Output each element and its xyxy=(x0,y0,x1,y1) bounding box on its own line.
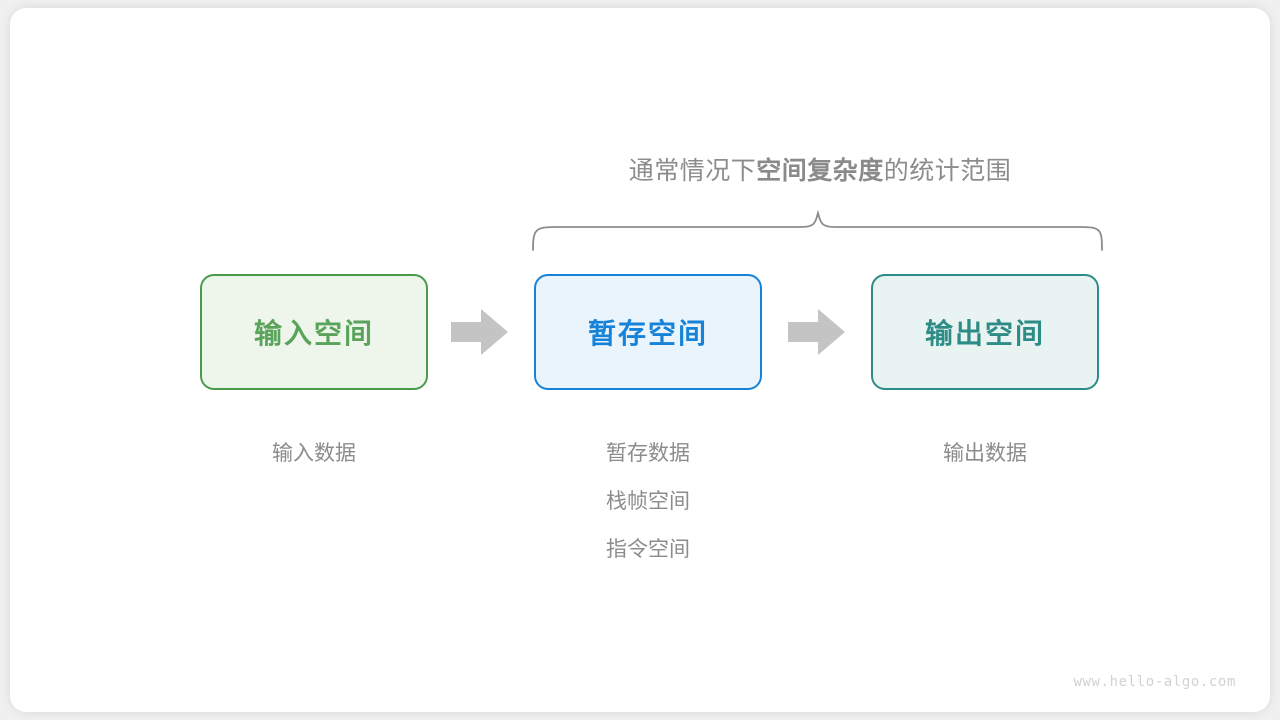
caption-output-column: 输出数据 xyxy=(871,430,1099,478)
box-input-space-label: 输入空间 xyxy=(253,318,374,349)
caption-temp-column: 暂存数据 栈帧空间 指令空间 xyxy=(534,430,762,574)
scope-brace xyxy=(515,198,1115,260)
right-arrow-icon xyxy=(788,309,845,355)
scope-caption-prefix: 通常情况下 xyxy=(628,157,757,185)
caption-line: 栈帧空间 xyxy=(606,490,690,513)
curly-brace-icon xyxy=(532,209,1103,251)
caption-line: 暂存数据 xyxy=(606,442,690,465)
watermark: www.hello-algo.com xyxy=(1073,674,1236,690)
arrow-temp-to-output xyxy=(788,308,846,356)
box-input-space: 输入空间 xyxy=(200,274,428,390)
right-arrow-icon xyxy=(451,309,508,355)
box-output-space: 输出空间 xyxy=(871,274,1099,390)
diagram-card: 通常情况下空间复杂度的统计范围 输入空间 暂存空间 xyxy=(10,8,1270,712)
box-temp-space-label: 暂存空间 xyxy=(587,318,708,349)
box-output-space-label: 输出空间 xyxy=(924,318,1045,349)
scope-caption: 通常情况下空间复杂度的统计范围 xyxy=(570,151,1070,187)
scope-caption-emphasis: 空间复杂度 xyxy=(756,157,884,185)
box-temp-space: 暂存空间 xyxy=(534,274,762,390)
caption-input-column: 输入数据 xyxy=(200,430,428,478)
caption-line: 输入数据 xyxy=(272,442,356,465)
scope-caption-suffix: 的统计范围 xyxy=(883,157,1012,185)
caption-line: 输出数据 xyxy=(943,442,1027,465)
caption-line: 指令空间 xyxy=(606,538,690,561)
arrow-input-to-temp xyxy=(451,308,509,356)
